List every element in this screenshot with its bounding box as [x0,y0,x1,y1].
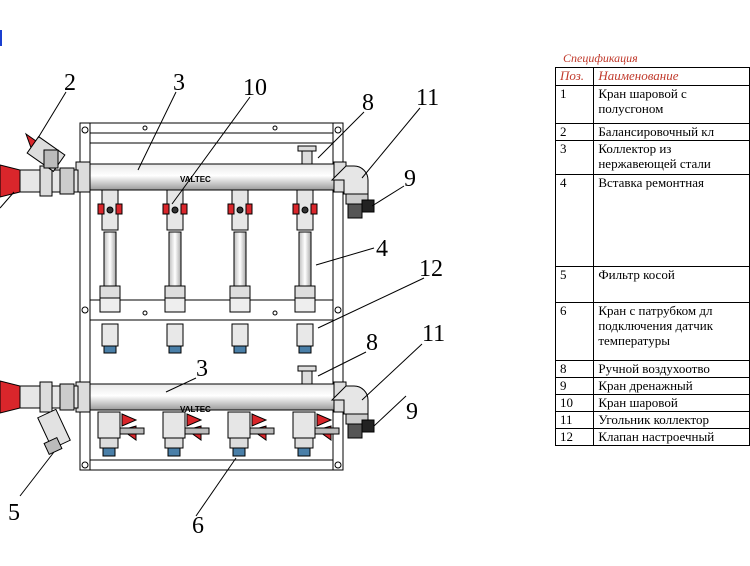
table-row: 9 Кран дренажный [554,377,750,395]
table-row: 12 Клапан настроечный [554,428,750,446]
spec-pos: 4 [554,174,595,267]
spec-name-line: подключения датчик [598,318,714,333]
left-inlet-top [0,164,79,198]
spec-name-line: температуры [598,333,670,348]
spec-name-line: Кран шаровой с [598,86,687,102]
table-row: 4 Вставка ремонтная [554,174,750,267]
strainer-filter [37,408,71,456]
spec-header-name: Наименование [593,67,750,86]
spec-name: Клапан настроечный [593,428,750,446]
air-vent-bottom [297,365,317,385]
outlet-4 [292,189,318,354]
spec-name: Кран дренажный [593,377,750,395]
top-outlets [97,189,318,354]
leader-lines [0,91,425,517]
table-row: 8 Ручной воздухоотво [554,360,750,378]
callout-2: 2 [64,70,76,96]
bottom-outlet-3 [227,411,275,457]
drain-valve-bottom [347,419,375,439]
spec-name-line: нержавеющей стали [598,156,711,171]
spec-pos: 5 [554,266,595,303]
spec-pos: 11 [554,411,595,429]
spec-name: Фильтр косой [593,266,750,303]
spec-name-line: Ручной воздухоотво [598,361,710,377]
bottom-collector: VALTEC [75,381,347,414]
spec-pos: 10 [554,394,595,412]
balancing-valve [24,132,66,173]
drain-valve-top [347,199,375,219]
spec-pos: 2 [554,123,595,141]
callout-11-top: 11 [416,85,439,111]
corner-mark [0,30,6,46]
spec-pos: 12 [554,428,595,446]
elbow-top [330,165,369,205]
callout-12: 12 [419,256,443,282]
spec-name-line: Кран дренажный [598,378,693,394]
mounting-frame [79,122,344,471]
spec-name-line: полусгоном [598,101,664,116]
outlet-2 [162,189,188,354]
spec-pos: 8 [554,360,595,378]
callout-9-top: 9 [404,166,416,192]
callout-8-top: 8 [362,90,374,116]
callout-4: 4 [376,236,388,262]
bottom-outlet-4 [292,411,340,457]
bottom-outlet-1 [97,411,145,457]
spec-pos: 6 [554,302,595,361]
callout-8-bottom: 8 [366,330,378,356]
spec-pos: 3 [554,140,595,175]
spec-name: Угольник коллектор [593,411,750,429]
callout-11-bottom: 11 [422,321,445,347]
table-row: 5 Фильтр косой [554,266,750,303]
outlet-1 [97,189,123,354]
air-vent-top [297,145,317,165]
callout-9-bottom: 9 [406,399,418,425]
table-row: 11 Угольник коллектор [554,411,750,429]
spec-name-line: Коллектор из [598,141,672,157]
callout-5: 5 [8,500,20,526]
top-collector-brand: VALTEC [180,175,211,184]
callout-3-bottom: 3 [196,356,208,382]
spec-name-line: Фильтр косой [598,267,675,283]
spec-header-row: Поз. Наименование [554,67,750,86]
table-row: 2 Балансировочный кл [554,123,750,141]
spec-name: Кран шаровой [593,394,750,412]
callout-6: 6 [192,513,204,539]
spec-name-line: Кран с патрубком дл [598,303,713,319]
bottom-outlet-2 [162,411,210,457]
spec-name: Вставка ремонтная [593,174,750,267]
outlet-3 [227,189,253,354]
spec-caption: Спецификация [563,51,638,65]
left-inlet-bottom [0,380,79,414]
callout-10: 10 [243,75,267,101]
spec-header-pos: Поз. [554,67,595,86]
spec-name: Балансировочный кл [593,123,750,141]
spec-name-line: Клапан настроечный [598,429,715,445]
spec-pos: 1 [554,85,595,124]
spec-name-line: Вставка ремонтная [598,175,705,191]
table-row: 10 Кран шаровой [554,394,750,412]
bottom-outlets [97,411,340,457]
spec-pos: 9 [554,377,595,395]
spec-name-line: Кран шаровой [598,395,678,411]
bottom-collector-brand: VALTEC [180,405,211,414]
spec-name-line: Угольник коллектор [598,412,710,428]
spec-name-line: Балансировочный кл [598,124,715,140]
spec-name: Ручной воздухоотво [593,360,750,378]
top-collector: VALTEC [75,161,347,193]
callout-3-top: 3 [173,70,185,96]
